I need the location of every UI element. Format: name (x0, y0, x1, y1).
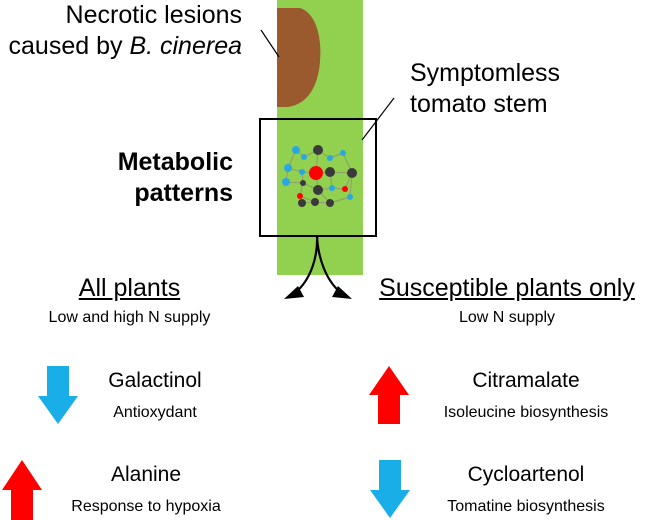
susceptible-plants-title: Susceptible plants only (379, 274, 635, 302)
split-arrowhead-left (284, 286, 304, 299)
network-node (309, 166, 323, 180)
network-node (300, 180, 306, 186)
network-node (340, 150, 346, 156)
stem-label-line1: Symptomless (410, 59, 561, 87)
susceptible-plants-subtitle: Low N supply (458, 309, 556, 326)
network-node (301, 154, 307, 160)
network-node (299, 169, 305, 175)
stem-pointer-line (361, 97, 395, 141)
up-arrow-icon (2, 460, 42, 520)
up-arrow-icon (369, 366, 409, 424)
metabolite-name: Citramalate (472, 369, 580, 392)
split-arrowhead-right (332, 286, 352, 299)
metabolite-role: Tomatine biosynthesis (447, 498, 605, 515)
metabolic-network (282, 145, 357, 207)
network-node (347, 194, 353, 200)
arrow-cycloartenol (370, 460, 410, 518)
metabolite-role: Isoleucine biosynthesis (443, 404, 609, 421)
arrow-citramalate (369, 366, 409, 424)
metabolic-patterns-label: Metabolic patterns (118, 147, 233, 209)
all-plants-subtitle: Low and high N supply (48, 309, 211, 326)
network-node (325, 167, 335, 177)
network-node (313, 145, 323, 155)
down-arrow-icon (38, 366, 78, 424)
network-node (313, 185, 323, 195)
network-node (347, 168, 357, 178)
network-node (326, 199, 334, 207)
network-node (327, 155, 333, 161)
arrow-alanine (2, 460, 42, 520)
necrotic-lesion (277, 8, 321, 107)
network-node (282, 178, 290, 186)
pathogen-species: B. cinerea (129, 32, 242, 60)
network-node (292, 146, 300, 154)
network-node (297, 193, 303, 199)
network-node (342, 186, 348, 192)
metabolite-name: Cycloartenol (467, 463, 585, 486)
stem-label: Symptomless tomato stem (410, 58, 560, 120)
lesion-label-line1: Necrotic lesions (65, 1, 242, 29)
arrow-galactinol (38, 366, 78, 424)
metabolic-label-line2: patterns (134, 179, 233, 207)
metabolite-name: Alanine (110, 463, 182, 486)
metabolite-role: Antioxydant (113, 404, 197, 421)
all-plants-group: All plants Low and high N supply (2, 273, 257, 328)
metabolite-role: Response to hypoxia (71, 498, 221, 515)
network-node (284, 164, 292, 172)
susceptible-plants-group: Susceptible plants only Low N supply (366, 273, 645, 328)
lesion-label-prefix: caused by (8, 32, 130, 60)
network-node (311, 198, 319, 206)
down-arrow-icon (370, 460, 410, 518)
network-node (298, 199, 306, 207)
network-node (329, 185, 335, 191)
lesion-pointer-line (260, 29, 280, 58)
lesion-label-line2: caused by B. cinerea (9, 31, 242, 62)
all-plants-title: All plants (78, 274, 181, 302)
metabolic-label-line1: Metabolic (117, 148, 233, 176)
lesion-label: Necrotic lesions caused by B. cinerea (9, 0, 242, 62)
stem-label-line2: tomato stem (410, 90, 548, 118)
metabolite-name: Galactinol (108, 369, 202, 392)
